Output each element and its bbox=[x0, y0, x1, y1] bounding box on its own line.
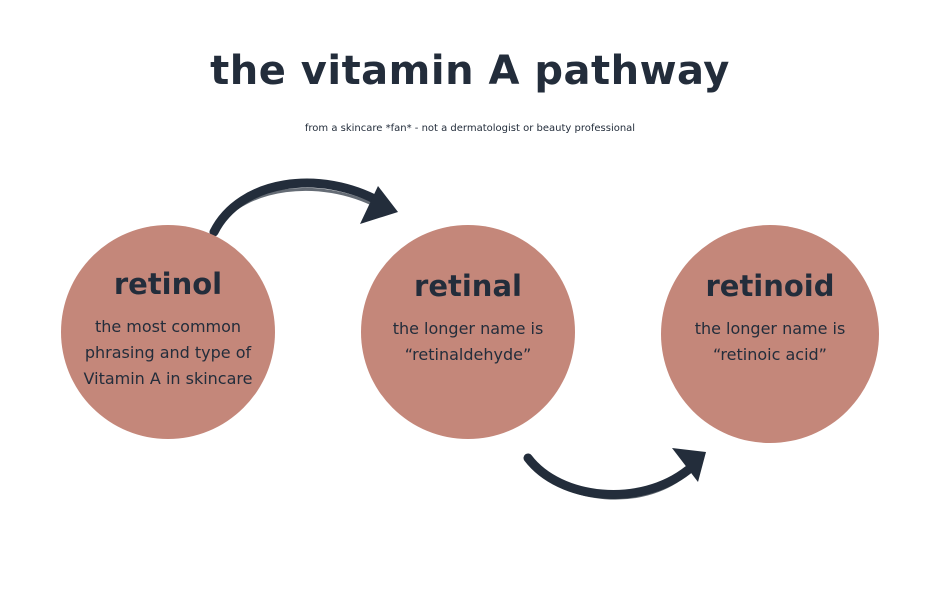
arrow-retinal-to-retinoid bbox=[523, 448, 706, 500]
node-name: retinoid bbox=[705, 269, 835, 303]
node-description: the longer name is “retinaldehyde” bbox=[392, 319, 544, 364]
diagram-title: the vitamin A pathway bbox=[210, 48, 730, 94]
arrow-retinol-to-retinal bbox=[209, 178, 398, 237]
curved-arrow-icon bbox=[209, 178, 387, 237]
node-description: the longer name is “retinoic acid” bbox=[694, 319, 846, 364]
node-retinal: retinal the longer name is “retinaldehyd… bbox=[361, 225, 575, 439]
node-retinoid: retinoid the longer name is “retinoic ac… bbox=[661, 225, 879, 443]
diagram-subtitle: from a skincare *fan* - not a dermatolog… bbox=[304, 123, 636, 134]
node-retinol: retinol the most common phrasing and typ… bbox=[61, 225, 275, 439]
arrowhead-icon bbox=[360, 186, 398, 224]
arrowhead-icon bbox=[672, 448, 706, 482]
node-description: the most common phrasing and type of Vit… bbox=[83, 317, 253, 388]
curved-arrow-icon bbox=[523, 453, 693, 499]
node-name: retinol bbox=[113, 267, 223, 301]
node-name: retinal bbox=[414, 269, 522, 303]
